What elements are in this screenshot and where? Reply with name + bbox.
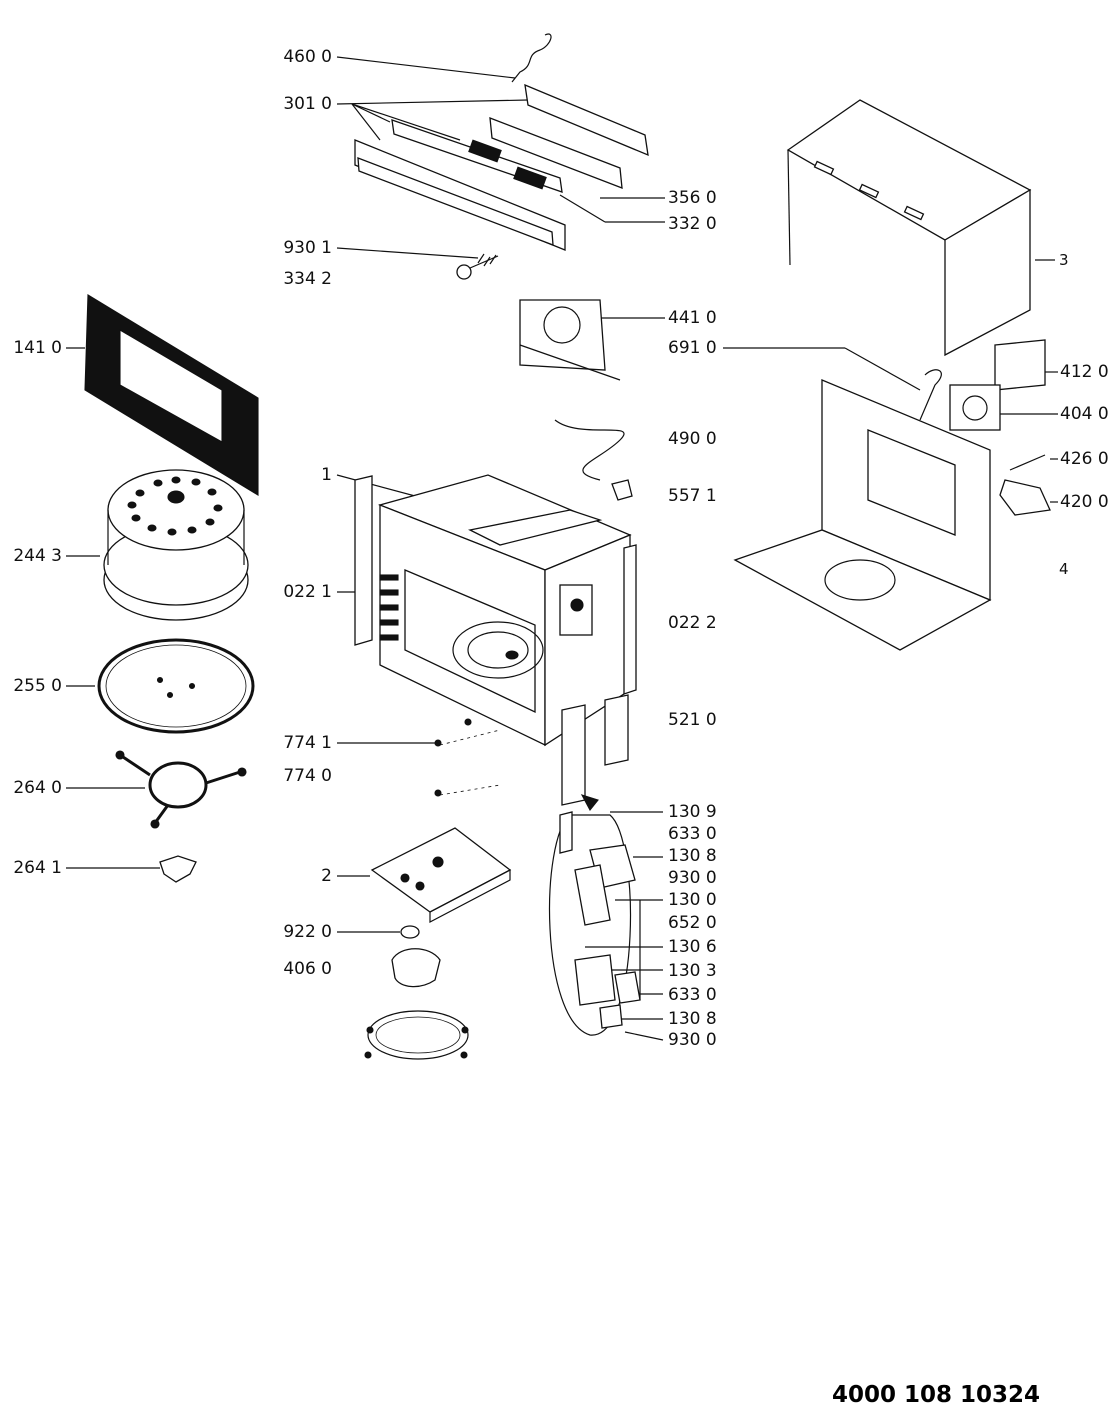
label-301-0: 301 0: [283, 94, 332, 114]
label-130-0: 130 0: [668, 890, 717, 910]
label-2: 2: [321, 866, 332, 886]
label-141-0: 141 0: [13, 338, 62, 358]
label-130-6: 130 6: [668, 937, 717, 957]
control-panel-parts: [354, 33, 649, 280]
screws-part: [434, 718, 501, 797]
crisp-dish-part: [103, 469, 249, 621]
label-130-8-a: 130 8: [668, 846, 717, 866]
label-633-0-a: 633 0: [668, 824, 717, 844]
label-633-0-b: 633 0: [668, 985, 717, 1005]
label-244-3: 244 3: [13, 546, 62, 566]
label-356-0: 356 0: [668, 188, 717, 208]
bottom-plate-part: [370, 827, 512, 923]
label-774-1: 774 1: [283, 733, 332, 753]
label-930-1: 930 1: [283, 238, 332, 258]
label-332-0: 332 0: [668, 214, 717, 234]
label-406-0: 406 0: [283, 959, 332, 979]
outer-cabinet-part: [786, 99, 1032, 357]
label-557-1: 557 1: [668, 486, 717, 506]
label-922-0: 922 0: [283, 922, 332, 942]
door-part: [84, 294, 259, 496]
label-334-2: 334 2: [283, 269, 332, 289]
label-652-0: 652 0: [668, 913, 717, 933]
label-930-0-b: 930 0: [668, 1030, 717, 1050]
base-panel-part: [733, 339, 1051, 651]
motor-parts: [364, 925, 469, 1060]
label-022-1: 022 1: [283, 582, 332, 602]
label-4: 4: [1059, 560, 1069, 578]
label-420-0: 420 0: [1060, 492, 1109, 512]
label-426-0: 426 0: [1060, 449, 1109, 469]
label-3: 3: [1059, 251, 1069, 269]
label-130-9: 130 9: [668, 802, 717, 822]
label-264-0: 264 0: [13, 778, 62, 798]
label-774-0: 774 0: [283, 766, 332, 786]
coupler-part: [159, 855, 197, 883]
label-460-0: 460 0: [283, 47, 332, 67]
label-130-3: 130 3: [668, 961, 717, 981]
label-441-0: 441 0: [668, 308, 717, 328]
label-255-0: 255 0: [13, 676, 62, 696]
label-521-0: 521 0: [668, 710, 717, 730]
cavity-part: [354, 299, 637, 747]
label-1: 1: [321, 465, 332, 485]
label-022-2: 022 2: [668, 613, 717, 633]
label-130-8-b: 130 8: [668, 1009, 717, 1029]
label-691-0: 691 0: [668, 338, 717, 358]
label-930-0-a: 930 0: [668, 868, 717, 888]
document-number: 4000 108 10324: [832, 1382, 1041, 1408]
label-264-1: 264 1: [13, 858, 62, 878]
door-switch-assembly: [548, 694, 641, 1036]
label-404-0: 404 0: [1060, 404, 1109, 424]
label-490-0: 490 0: [668, 429, 717, 449]
glass-tray-part: [97, 638, 255, 734]
label-412-0: 412 0: [1060, 362, 1109, 382]
roller-support-part: [115, 750, 247, 829]
